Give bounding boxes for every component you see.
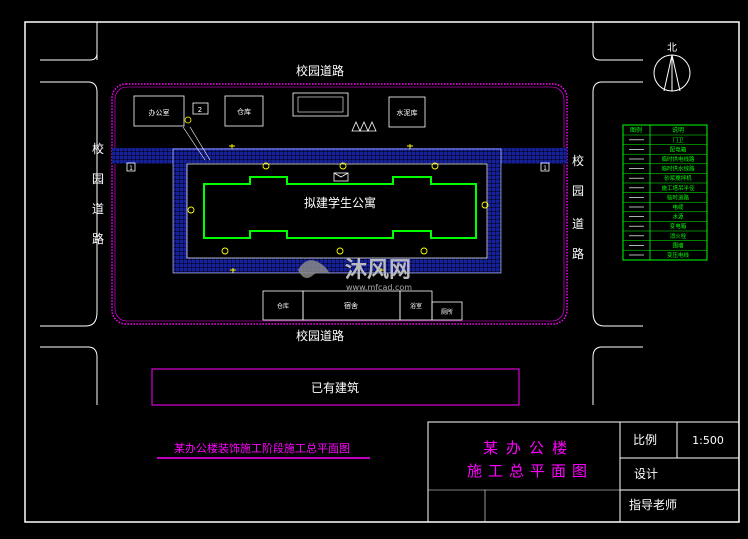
road-label-right-char: 路: [572, 246, 584, 261]
legend-table: 图例 说明 门卫配电箱临时供电线路临时供水线路砂浆搅拌机施工塔吊半径临时道路电缆…: [622, 124, 708, 261]
gate-right-label: 1: [543, 165, 547, 172]
road-label-right-char: 园: [572, 184, 584, 198]
legend-row-label: 变压电线: [667, 251, 690, 259]
road-label-top: 校园道路: [296, 63, 344, 78]
title-line-1: 某办公楼: [483, 439, 575, 457]
north-label: 北: [667, 42, 677, 54]
legend-row-label: 变电箱: [670, 222, 687, 230]
road-label-left-char: 园: [92, 172, 104, 186]
north-arrow: 北: [653, 42, 691, 92]
legend-row-label: 门卫: [672, 136, 684, 144]
legend-row-label: 临时供水线路: [661, 165, 695, 173]
title-line-2: 施工总平面图: [467, 462, 593, 480]
number-two-box: [192, 102, 209, 115]
road-label-left: 校 园 道 路: [92, 141, 104, 246]
legend-header-symbol: 图例: [630, 126, 642, 134]
main-building-label: 拟建学生公寓: [304, 195, 376, 210]
warehouse-top: [224, 95, 264, 127]
gate-right: [540, 162, 550, 172]
bath-label: 浴室: [410, 302, 422, 310]
supply-lines: [182, 126, 211, 161]
gate-left: [126, 162, 136, 172]
distribution-box-icon: [333, 172, 349, 182]
existing-building-label: 已有建筑: [311, 380, 359, 395]
advisor-label: 指导老师: [629, 497, 677, 512]
site-fence-inner: [114, 86, 565, 322]
transformer-icon: [184, 116, 192, 124]
site-fence: [111, 83, 568, 325]
main-building: [203, 176, 477, 239]
legend-row-label: 水源: [672, 213, 684, 221]
drawing-caption: 某办公楼装饰施工阶段施工总平面图: [174, 441, 350, 455]
legend-row-label: 施工塔吊半径: [661, 184, 695, 192]
drawing-frame: [24, 21, 740, 523]
cement-store-label: 水泥库: [397, 108, 418, 117]
road-outlines: [40, 22, 643, 405]
legend-row-label: 消火栓: [670, 232, 687, 240]
temporary-road: [112, 148, 567, 274]
toilet-building: [431, 301, 463, 321]
dorm-label: 宿舍: [344, 301, 358, 310]
office-label: 办公室: [149, 108, 170, 117]
mixer-building: [292, 92, 349, 117]
watermark-text: 沐风网: [345, 258, 411, 283]
design-label: 设计: [634, 467, 658, 481]
office-building: [133, 95, 185, 127]
road-label-right-char: 校: [572, 153, 584, 168]
legend-row-label: 配电箱: [670, 145, 687, 153]
legend-row-label: 围墙: [672, 241, 684, 249]
gate-left-label: 1: [129, 165, 133, 172]
road-label-right: 校 园 道 路: [572, 153, 584, 261]
road-label-left-char: 校: [92, 141, 104, 156]
legend-row-label: 砂浆搅拌机: [664, 174, 692, 182]
legend-row-label: 电缆: [672, 203, 684, 211]
cement-store: [388, 96, 426, 128]
scale-value: 1:500: [692, 434, 724, 447]
legend-row-label: 临时道路: [667, 193, 690, 201]
road-label-bottom: 校园道路: [296, 328, 344, 343]
storage-label: 仓库: [277, 302, 289, 310]
legend-row-label: 临时供电线路: [661, 155, 695, 163]
scale-label: 比例: [633, 433, 657, 447]
road-label-right-char: 道: [572, 217, 584, 231]
toilet-label: 厕所: [441, 308, 453, 316]
hydrant-markers: [187, 144, 489, 273]
sand-pile: [351, 121, 377, 132]
number-two-label: 2: [198, 106, 202, 114]
road-label-left-char: 道: [92, 202, 104, 216]
legend-header-desc: 说明: [672, 126, 684, 134]
title-block: 某办公楼 施工总平面图 比例 1:500 设计 指导老师: [427, 421, 740, 523]
watermark: 沐风网 www.mfcad.com: [298, 258, 412, 292]
road-label-left-char: 路: [92, 231, 104, 246]
warehouse-top-label: 仓库: [237, 107, 251, 116]
watermark-url: www.mfcad.com: [346, 283, 412, 292]
existing-building: [151, 368, 520, 406]
watermark-logo-icon: [298, 260, 330, 278]
